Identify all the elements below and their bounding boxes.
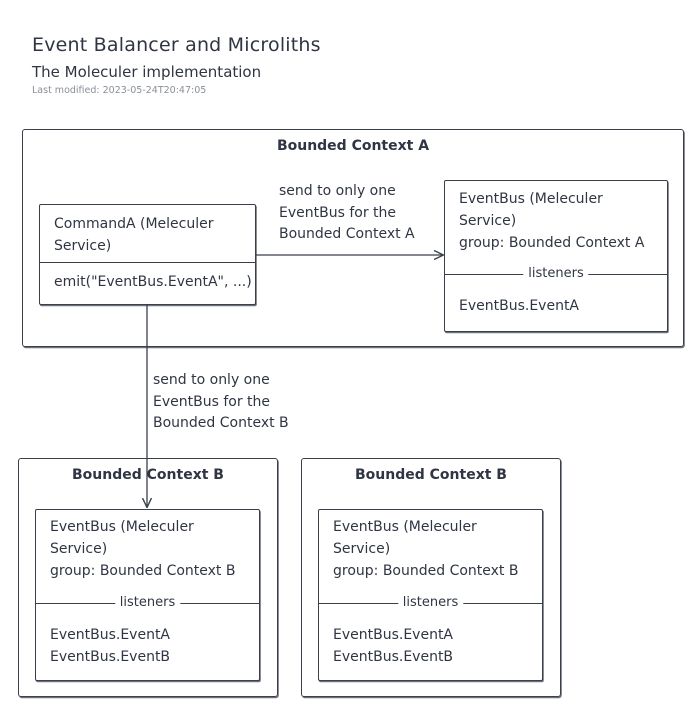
eventbus-b-right-listeners-divider: listeners bbox=[319, 594, 542, 612]
edge-label-to-b-line2: EventBus for the bbox=[153, 393, 271, 410]
bounded-context-b-right-title: Bounded Context B bbox=[355, 467, 507, 483]
eventbus-a-name-line1: EventBus (Meleculer bbox=[459, 191, 603, 207]
command-a-separator bbox=[40, 262, 255, 263]
eventbus-b-left-name-line1: EventBus (Meleculer bbox=[50, 519, 194, 535]
bounded-context-b-left-title: Bounded Context B bbox=[72, 467, 224, 483]
edge-label-to-a-line2: EventBus for the bbox=[279, 204, 397, 221]
eventbus-b-left-name-line2: Service) bbox=[50, 541, 108, 557]
eventbus-a-listeners-divider: listeners bbox=[445, 265, 667, 283]
eventbus-b-right-listener: EventBus.EventA bbox=[333, 627, 454, 643]
bounded-context-b-left[interactable]: Bounded Context B bbox=[18, 458, 278, 697]
eventbus-b-left-listeners-label: listeners bbox=[114, 594, 181, 612]
eventbus-b-right-listener: EventBus.EventB bbox=[333, 649, 454, 665]
diagram-subtitle: The Moleculer implementation bbox=[32, 63, 262, 81]
bounded-context-a-title: Bounded Context A bbox=[276, 138, 430, 154]
eventbus-b-left-group: group: Bounded Context B bbox=[50, 563, 236, 579]
edge-label-to-a-line3: Bounded Context A bbox=[279, 226, 415, 242]
eventbus-b-right-group: group: Bounded Context B bbox=[333, 563, 519, 579]
eventbus-b-right-listeners-label: listeners bbox=[397, 594, 464, 612]
command-a-method: emit("EventBus.EventA", ...) bbox=[54, 274, 252, 290]
eventbus-b-left-listener: EventBus.EventB bbox=[50, 649, 171, 665]
edge-label-to-b-line1: send to only one bbox=[153, 372, 270, 388]
eventbus-b-right-name-line1: EventBus (Meleculer bbox=[333, 519, 477, 535]
eventbus-a-listeners-label: listeners bbox=[523, 265, 589, 283]
eventbus-b-right-name-line2: Service) bbox=[333, 541, 391, 557]
command-a-name-line2: Service) bbox=[54, 238, 112, 254]
command-a-name-line1: CommandA (Meleculer bbox=[54, 216, 214, 232]
edge-label-to-a: send to only one EventBus for the Bounde… bbox=[279, 181, 415, 246]
eventbus-a-listener: EventBus.EventA bbox=[459, 298, 580, 314]
edge-label-to-b-line3: Bounded Context B bbox=[153, 415, 289, 431]
edge-label-to-b: send to only one EventBus for the Bounde… bbox=[153, 370, 289, 435]
bounded-context-a[interactable]: Bounded Context A bbox=[22, 129, 684, 347]
bounded-context-b-right[interactable]: Bounded Context B bbox=[301, 458, 561, 697]
eventbus-b-left-listeners-divider: listeners bbox=[36, 594, 259, 612]
eventbus-b-left-node[interactable]: EventBus (Meleculer Service) group: Boun… bbox=[35, 509, 260, 681]
last-modified-text: Last modified: 2023-05-24T20:47:05 bbox=[32, 85, 207, 96]
eventbus-a-group: group: Bounded Context A bbox=[459, 235, 645, 251]
eventbus-a-name-line2: Service) bbox=[459, 213, 517, 229]
diagram-title: Event Balancer and Microliths bbox=[32, 34, 321, 56]
eventbus-b-left-listener: EventBus.EventA bbox=[50, 627, 171, 643]
eventbus-a-node[interactable]: EventBus (Meleculer Service) group: Boun… bbox=[444, 180, 668, 332]
edge-label-to-a-line1: send to only one bbox=[279, 183, 396, 199]
eventbus-b-right-node[interactable]: EventBus (Meleculer Service) group: Boun… bbox=[318, 509, 543, 681]
command-a-node[interactable]: CommandA (Meleculer Service) emit("Event… bbox=[39, 204, 256, 305]
